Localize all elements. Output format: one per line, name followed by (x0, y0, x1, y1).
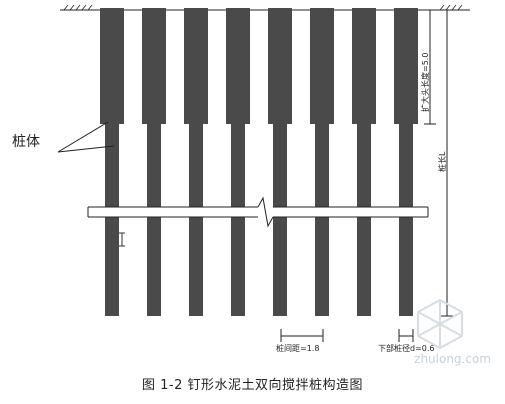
pile-body-label: 桩体 (12, 133, 40, 150)
pile-lower-shaft (273, 124, 287, 316)
break-line (87, 196, 429, 228)
pile-enlarged-head (352, 8, 376, 124)
pile-length-dimension: 桩长L (437, 10, 453, 317)
pile-spacing-dimension: 桩间距=1.8 (276, 329, 324, 353)
pile-lower-shaft (147, 124, 161, 316)
pile-lower-shaft (105, 124, 119, 316)
pile-lower-shaft (189, 124, 203, 316)
pile-lower-shaft (357, 124, 371, 316)
pile-enlarged-head (268, 8, 292, 124)
pile-body-leader: 桩体 (12, 121, 115, 153)
watermark-logo-icon (417, 298, 463, 350)
pile-length-label: 桩长L (437, 151, 447, 172)
lower-diameter-dimension: 下部桩径d=0.6 (378, 329, 435, 353)
pile-enlarged-head (310, 8, 334, 124)
enlarged-head-dimension: 扩大头长度=5.0 (420, 9, 436, 125)
text-cursor-icon (119, 232, 125, 247)
watermark-text: zhulong.com (414, 352, 491, 366)
pile-lower-shaft (231, 124, 245, 316)
pile-lower-shaft (399, 124, 413, 316)
lower-diameter-label: 下部桩径d=0.6 (378, 343, 435, 353)
pile-enlarged-head (394, 8, 418, 124)
pile-enlarged-head (100, 8, 124, 124)
pile-spacing-label: 桩间距=1.8 (276, 343, 319, 353)
pile-enlarged-head (184, 8, 208, 124)
figure-caption: 图 1-2 钉形水泥土双向搅拌桩构造图 (142, 378, 363, 393)
pile-lower-shaft (315, 124, 329, 316)
pile-enlarged-head (142, 8, 166, 124)
pile-group (100, 8, 418, 316)
enlarged-head-label: 扩大头长度=5.0 (420, 53, 430, 112)
pile-enlarged-head (226, 8, 250, 124)
